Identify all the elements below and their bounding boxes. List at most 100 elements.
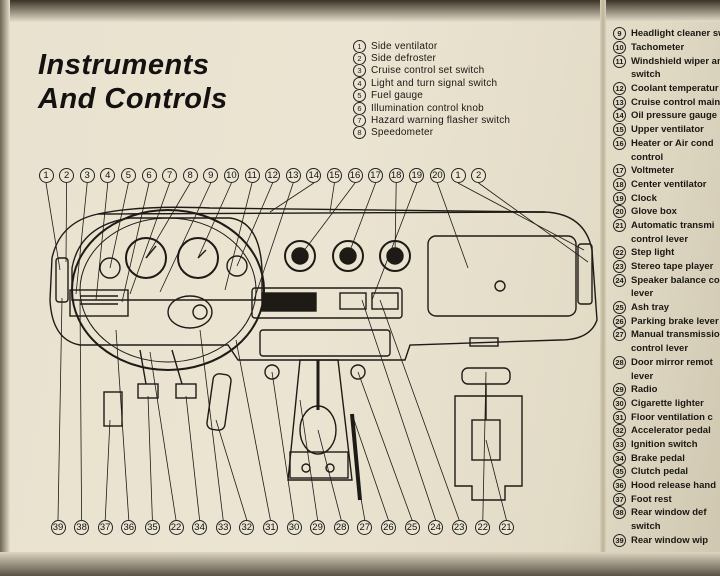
legend-label: Cigarette lighter (631, 397, 704, 409)
callout-bottom-7: 34 (192, 520, 208, 535)
legend-number-badge: 31 (613, 410, 626, 424)
callout-bottom-6: 22 (168, 520, 184, 535)
legend-label: Glove box (631, 206, 677, 218)
leader-line-bottom (147, 395, 153, 521)
leader-line-top (371, 182, 418, 301)
legend-number-badge: 19 (613, 191, 626, 205)
legend-label: Radio (631, 384, 658, 396)
legend-secondary-item: 23 Stereo tape player (613, 260, 720, 274)
callout-top-18: 18 (388, 168, 404, 183)
leader-line-bottom (482, 371, 487, 521)
page-edge-shadow-top (0, 0, 720, 22)
legend-number-badge: 24 (613, 273, 626, 287)
legend-label: control (631, 151, 664, 163)
leader-line-top (299, 182, 356, 257)
leader-line-bottom (361, 299, 436, 521)
glove-box (427, 235, 577, 317)
leader-line-top (329, 182, 335, 213)
leader-line-top (347, 182, 376, 257)
callout-bottom-4: 36 (121, 520, 137, 535)
stereo-unit (251, 287, 403, 319)
callout-bottom-19: 22 (475, 520, 491, 535)
leader-line-bottom (57, 297, 63, 521)
legend-label: Speedometer (371, 127, 434, 139)
legend-label: Heater or Air cond (631, 137, 714, 149)
brake-pedal (175, 383, 197, 399)
leader-line-top (478, 182, 589, 263)
legend-label: Side defroster (371, 53, 437, 65)
legend-number-badge: 8 (353, 126, 366, 140)
legend-label: Stereo tape player (631, 261, 714, 273)
callout-bottom-10: 31 (262, 520, 278, 535)
legend-label: Rear window def (631, 507, 707, 519)
callout-top-16: 16 (347, 168, 363, 183)
leader-line-bottom (149, 351, 177, 521)
legend-number-badge: 4 (353, 77, 366, 90)
leader-line-top (457, 182, 585, 251)
center-tunnel (287, 359, 353, 481)
leader-line-bottom (355, 469, 366, 521)
leader-line-bottom (104, 419, 111, 521)
leader-line-top (224, 182, 253, 291)
callout-top-17: 17 (368, 168, 384, 183)
legend-label: Coolant temperatur (631, 83, 719, 95)
legend-label: Ash tray (631, 302, 670, 314)
leader-line-bottom (115, 329, 130, 521)
legend-label: Oil pressure gauge (631, 110, 718, 122)
callout-top-21: 1 (450, 168, 466, 183)
legend-label: switch (631, 69, 661, 81)
leader-line-top (253, 182, 294, 301)
callout-top-7: 7 (162, 168, 178, 183)
center-vent-left (284, 240, 316, 272)
title-line-1: Instruments (38, 49, 210, 81)
legend-label: Parking brake lever (631, 315, 719, 327)
legend-number-badge: 6 (353, 101, 366, 115)
legend-number-badge: 2 (353, 52, 366, 65)
callout-bottom-13: 28 (333, 520, 349, 535)
legend-label: lever (631, 288, 654, 300)
legend-label: Cruise control set switch (371, 65, 485, 77)
callout-bottom-11: 30 (286, 520, 302, 535)
leader-line-bottom (379, 299, 460, 521)
leader-line-top (197, 182, 232, 259)
leader-line-bottom (357, 371, 413, 521)
callout-top-3: 3 (79, 168, 95, 183)
instrument-cluster-hood (71, 217, 263, 301)
legend-number-badge: 27 (613, 328, 626, 342)
side-vent-right (577, 243, 593, 305)
legend-number-badge: 14 (613, 109, 626, 123)
legend-label: Speaker balance co (631, 274, 720, 286)
callout-top-6: 6 (141, 168, 157, 183)
legend-secondary-item: switch (613, 520, 720, 534)
legend-label: Hood release hand (631, 480, 716, 492)
legend-number-badge: 35 (613, 465, 626, 479)
legend-label: Upper ventilator (631, 124, 704, 136)
legend-number-badge: 23 (613, 260, 626, 274)
leader-line-bottom (199, 329, 224, 521)
legend-number-badge: 32 (613, 424, 626, 438)
callout-bottom-14: 27 (357, 520, 373, 535)
callout-top-19: 19 (409, 168, 425, 183)
callout-top-11: 11 (244, 168, 260, 183)
tachometer-gauge (177, 237, 219, 279)
legend-label: Door mirror remot (631, 356, 713, 368)
callout-bottom-16: 25 (404, 520, 420, 535)
legend-secondary-item: control (613, 150, 720, 164)
callout-top-2: 2 (59, 168, 75, 183)
callout-top-5: 5 (120, 168, 136, 183)
legend-number-badge: 30 (613, 396, 626, 410)
